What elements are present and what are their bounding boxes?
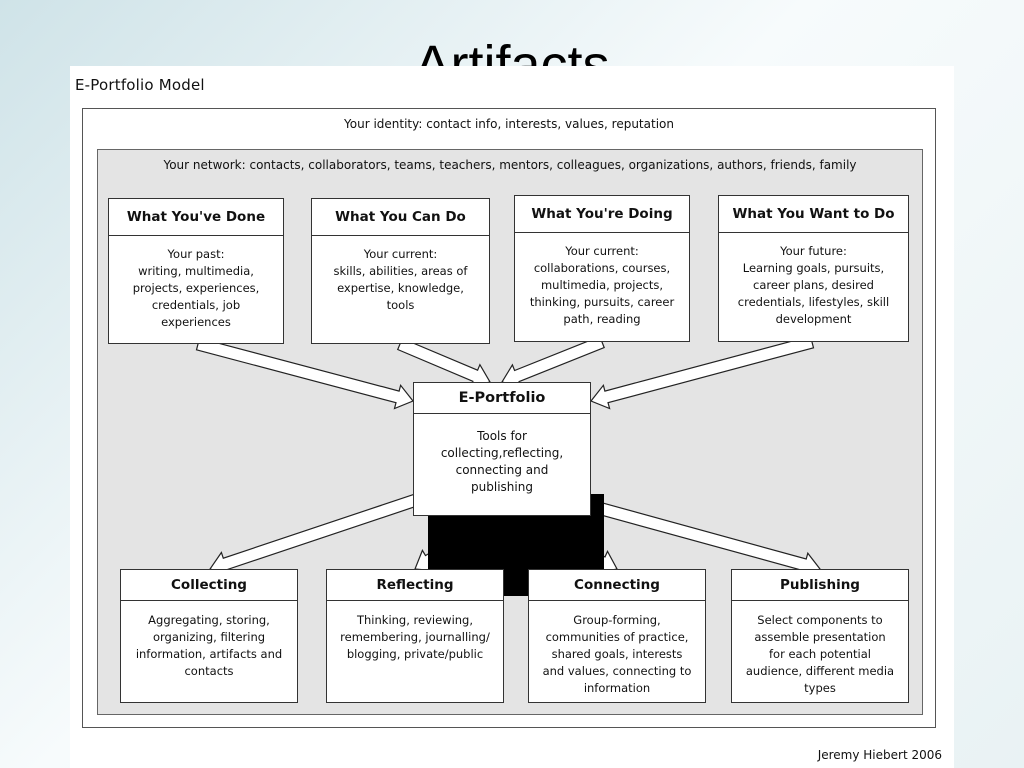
box-what-you-want-to-do: What You Want to Do Your future:Learning… [718, 195, 909, 342]
box-what-youve-done: What You've Done Your past:writing, mult… [108, 198, 284, 344]
box-connecting: Connecting Group-forming,communities of … [528, 569, 706, 703]
network-label: Your network: contacts, collaborators, t… [163, 158, 857, 172]
box-title: What You Can Do [312, 199, 489, 236]
box-body: Your current:skills, abilities, areas of… [333, 247, 468, 312]
box-title: What You've Done [109, 199, 283, 236]
arrow-cando-to-eportfolio [396, 337, 491, 388]
box-what-you-can-do: What You Can Do Your current:skills, abi… [311, 198, 490, 344]
box-title: What You Want to Do [719, 196, 908, 233]
box-body: Thinking, reviewing,remembering, journal… [340, 613, 490, 661]
box-body: Your current:collaborations, courses,mul… [529, 244, 675, 326]
arrow-doing-to-eportfolio [501, 335, 605, 389]
box-collecting: Collecting Aggregating, storing,organizi… [120, 569, 298, 703]
arrow-want-to-eportfolio [590, 335, 815, 410]
credit-text: Jeremy Hiebert 2006 [817, 748, 942, 762]
arrow-eportfolio-to-collecting [209, 489, 431, 577]
arrow-done-to-eportfolio [195, 337, 414, 410]
identity-label: Your identity: contact info, interests, … [344, 117, 674, 131]
box-body: Aggregating, storing,organizing, filteri… [135, 613, 283, 678]
box-reflecting: Reflecting Thinking, reviewing,rememberi… [326, 569, 504, 703]
box-title: Reflecting [327, 570, 503, 601]
arrow-eportfolio-to-publishing [588, 499, 821, 578]
eportfolio-model-figure: E-Portfolio Model Your identity: contact… [70, 66, 954, 768]
box-body: Your past:writing, multimedia,projects, … [132, 247, 260, 329]
box-body: Group-forming,communities of practice,sh… [542, 613, 692, 695]
box-body: Your future:Learning goals, pursuits,car… [737, 244, 890, 326]
box-title: E-Portfolio [414, 383, 590, 414]
box-title: Publishing [732, 570, 908, 601]
model-title: E-Portfolio Model [75, 76, 205, 94]
box-title: Collecting [121, 570, 297, 601]
box-title: Connecting [529, 570, 705, 601]
box-title: What You're Doing [515, 196, 689, 233]
box-what-youre-doing: What You're Doing Your current:collabora… [514, 195, 690, 342]
